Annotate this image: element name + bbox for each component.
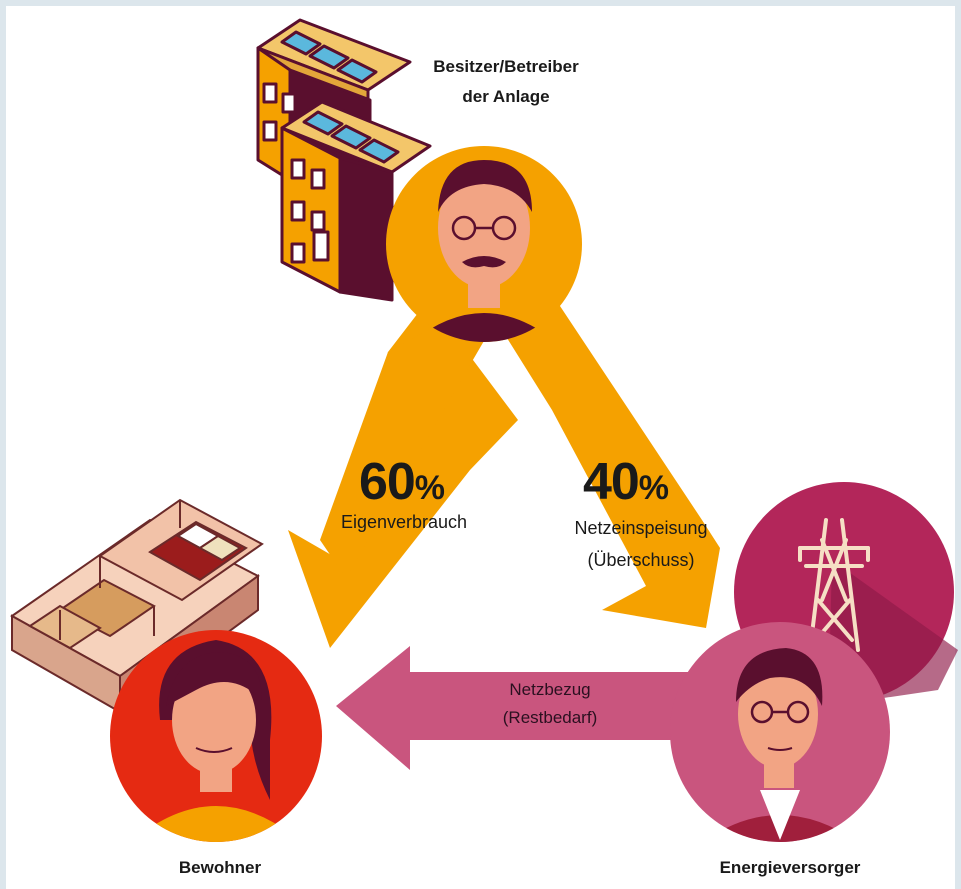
resident-avatar xyxy=(110,630,322,842)
grid-supply-label-line2: (Restbedarf) xyxy=(502,708,598,727)
self-consumption-unit: % xyxy=(414,469,446,507)
apartment-building-solar-icon xyxy=(256,18,432,302)
self-consumption-arrow xyxy=(288,300,518,648)
utility-label: Energieversorger xyxy=(719,858,861,877)
feed-in-label: Netzeinspeisung (Überschuss) xyxy=(548,512,734,576)
grid-supply-label-line1: Netzbezug xyxy=(509,680,591,699)
feed-in-label-line2: (Überschuss) xyxy=(587,550,695,570)
feed-in-arrow xyxy=(502,300,720,628)
grid-supply-label: Netzbezug (Restbedarf) xyxy=(470,676,630,732)
utility-avatar xyxy=(670,622,890,842)
owner-label-line1: Besitzer/Betreiber xyxy=(433,57,579,76)
resident-label: Bewohner xyxy=(178,858,262,877)
feed-in-unit: % xyxy=(638,469,670,507)
feed-in-value: 40 xyxy=(582,453,640,511)
owner-label: Besitzer/Betreiber der Anlage xyxy=(406,52,606,112)
feed-in-share: 40% xyxy=(560,452,692,512)
self-consumption-share: 60% xyxy=(336,452,468,512)
self-consumption-value: 60 xyxy=(358,453,416,511)
feed-in-label-line1: Netzeinspeisung xyxy=(574,518,708,538)
grid-supply-arrow xyxy=(336,646,700,770)
owner-avatar xyxy=(386,146,582,342)
self-consumption-label: Eigenverbrauch xyxy=(340,512,468,532)
owner-label-line2: der Anlage xyxy=(462,87,550,106)
